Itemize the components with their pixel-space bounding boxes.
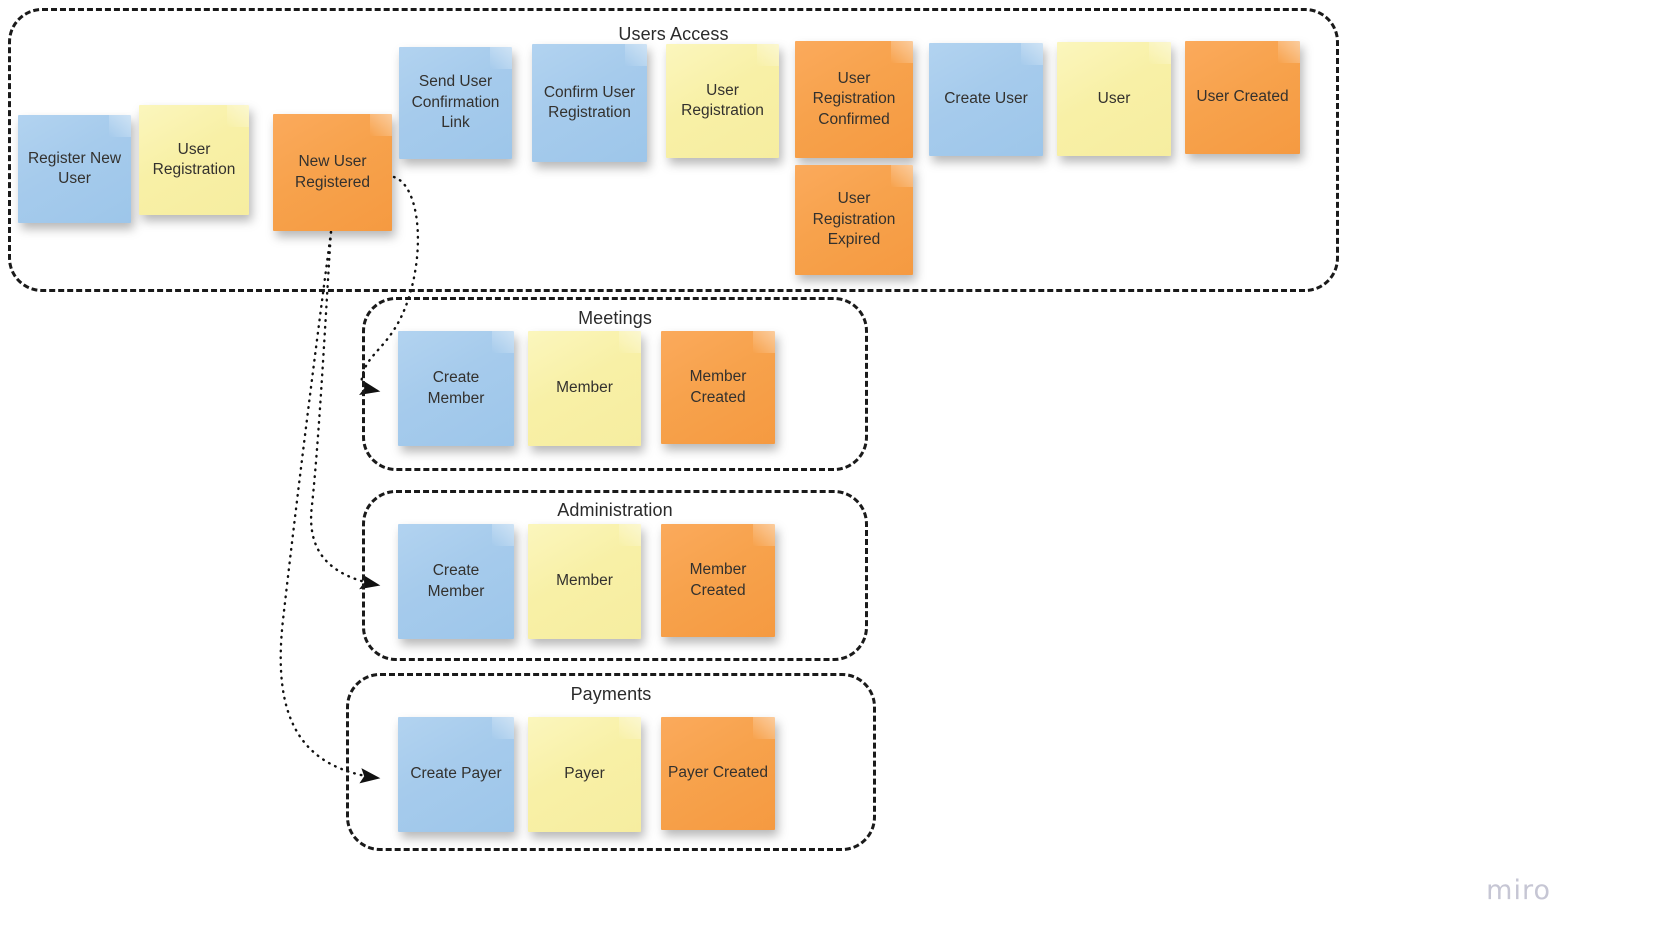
sticky-note-label: Member [556, 379, 613, 397]
sticky-note-label: Payer [564, 765, 605, 783]
sticky-note-label: Create User [944, 90, 1028, 108]
sticky-note-label: User Created [1196, 88, 1289, 106]
sticky-note-command[interactable]: Create Payer [398, 717, 514, 832]
sticky-note-label: Member [556, 572, 613, 590]
sticky-note-label: User Registration [681, 81, 764, 119]
sticky-note-command[interactable]: Confirm User Registration [532, 44, 647, 162]
sticky-note-command[interactable]: Register New User [18, 115, 131, 223]
sticky-note-event[interactable]: User Registration Expired [795, 165, 913, 275]
group-meetings[interactable] [362, 297, 868, 471]
sticky-note-label: Member Created [689, 561, 747, 599]
sticky-note-label: User Registration Expired [812, 190, 896, 249]
sticky-note-label: Member Created [689, 368, 747, 406]
sticky-note-aggregate[interactable]: User Registration [139, 105, 249, 215]
sticky-note-label: Register New User [27, 149, 122, 187]
sticky-note-event[interactable]: Payer Created [661, 717, 775, 830]
sticky-note-label: Create Member [427, 369, 485, 407]
group-payments[interactable] [346, 673, 876, 851]
group-administration[interactable] [362, 490, 868, 661]
sticky-note-label: User Registration [152, 140, 236, 178]
sticky-note-label: Send User Confirmation Link [411, 73, 500, 132]
sticky-note-aggregate[interactable]: User [1057, 42, 1171, 156]
sticky-note-aggregate[interactable]: Member [528, 331, 641, 446]
sticky-note-event[interactable]: Member Created [661, 331, 775, 444]
group-users-access[interactable] [8, 8, 1339, 292]
sticky-note-aggregate[interactable]: User Registration [666, 44, 779, 158]
sticky-note-event[interactable]: New User Registered [273, 114, 392, 231]
sticky-note-label: Payer Created [668, 764, 768, 782]
sticky-note-label: Create Member [427, 562, 485, 600]
sticky-note-command[interactable]: Create Member [398, 331, 514, 446]
sticky-note-command[interactable]: Send User Confirmation Link [399, 47, 512, 159]
sticky-note-label: User Registration Confirmed [812, 69, 896, 128]
sticky-note-command[interactable]: Create Member [398, 524, 514, 639]
sticky-note-command[interactable]: Create User [929, 43, 1043, 156]
miro-watermark: miro [1486, 875, 1551, 906]
sticky-note-label: Confirm User Registration [543, 83, 636, 121]
sticky-note-event[interactable]: User Created [1185, 41, 1300, 154]
sticky-note-label: New User Registered [295, 153, 370, 191]
sticky-note-label: Create Payer [410, 765, 502, 783]
sticky-note-label: User [1097, 89, 1131, 107]
sticky-note-aggregate[interactable]: Member [528, 524, 641, 639]
sticky-note-event[interactable]: User Registration Confirmed [795, 41, 913, 158]
sticky-note-event[interactable]: Member Created [661, 524, 775, 637]
sticky-note-aggregate[interactable]: Payer [528, 717, 641, 832]
